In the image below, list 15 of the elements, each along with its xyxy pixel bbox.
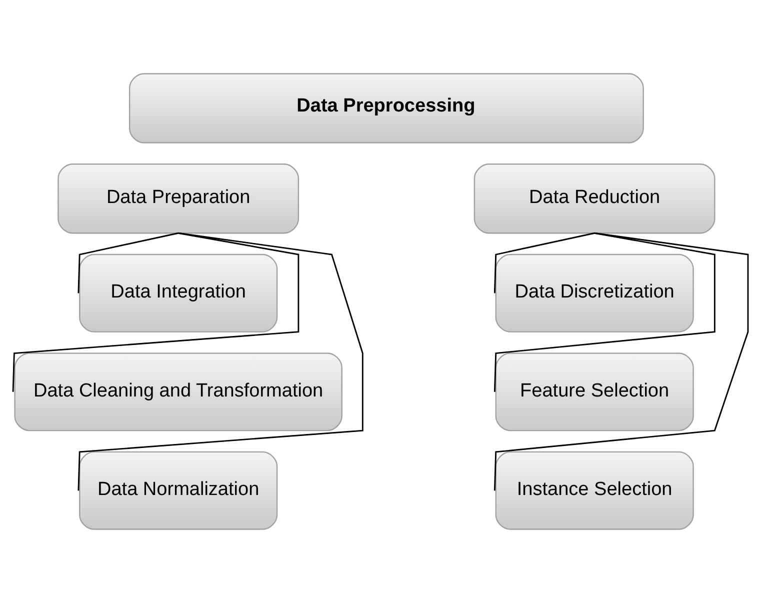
connector	[494, 232, 749, 491]
node-box: Data Preprocessing	[128, 73, 644, 144]
node-box: Data Preparation	[58, 164, 300, 234]
connector	[12, 232, 300, 392]
connector	[494, 232, 595, 294]
node-box: Data Normalization	[79, 451, 278, 530]
node-box: Data Cleaning and Transformation	[14, 352, 342, 432]
connector	[494, 232, 716, 392]
node-box: Data Integration	[79, 254, 278, 332]
node-box: Data Discretization	[495, 254, 694, 332]
node-box: Instance Selection	[495, 451, 694, 530]
connector	[78, 232, 178, 294]
connector	[78, 232, 364, 491]
node-box: Data Reduction	[474, 164, 716, 234]
node-box: Feature Selection	[495, 352, 694, 432]
